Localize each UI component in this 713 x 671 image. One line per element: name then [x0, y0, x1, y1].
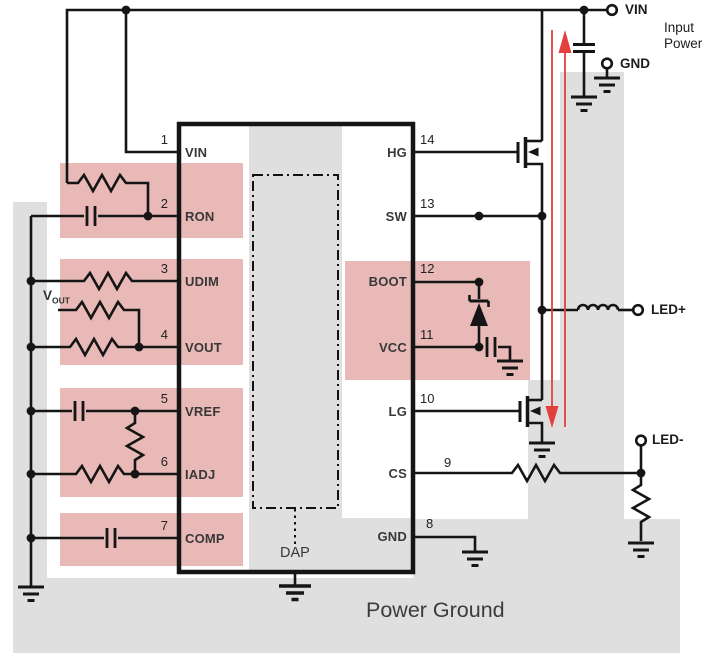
pin-label-vout: VOUT [185, 340, 222, 355]
vout-symbol: V [43, 288, 53, 303]
led-minus-terminal [634, 434, 648, 447]
dap-dashed-outline [252, 174, 339, 509]
pin-number-5: 5 [160, 391, 168, 406]
gnd-terminal [600, 57, 614, 70]
pin-number-6: 6 [160, 454, 168, 469]
vout-node-label: VOUT [43, 288, 70, 306]
input-power-line1: Input [664, 20, 695, 35]
pin-number-4: 4 [160, 327, 168, 342]
ground-symbols [18, 76, 654, 602]
down-arrowhead [545, 406, 559, 428]
pin-number-12: 12 [420, 261, 435, 276]
pin-number-1: 1 [160, 132, 168, 147]
pin-label-iadj: IADJ [185, 467, 216, 482]
pin-number-10: 10 [420, 391, 435, 406]
pin-number-2: 2 [160, 196, 168, 211]
vin-terminal-label: VIN [625, 2, 648, 17]
led-plus-label: LED+ [651, 302, 686, 317]
input-power-line2: Power [664, 35, 703, 51]
pin-label-vcc: VCC [378, 340, 407, 355]
pin-number-13: 13 [420, 196, 435, 211]
vout-subscript: OUT [52, 295, 70, 306]
pin-label-comp: COMP [185, 531, 225, 546]
pin-label-lg: LG [388, 404, 407, 419]
led-minus-label: LED- [652, 432, 684, 447]
vin-terminal [605, 3, 619, 17]
up-arrowhead [558, 30, 572, 53]
pin-label-gnd: GND [377, 529, 407, 544]
pin-number-3: 3 [160, 261, 168, 276]
pin-label-cs: CS [388, 466, 407, 481]
led-plus-terminal [631, 303, 645, 317]
pin-label-sw: SW [385, 209, 407, 224]
pin-label-hg: HG [387, 145, 407, 160]
pin-number-14: 14 [420, 132, 435, 147]
power-ground-label: Power Ground [366, 598, 505, 622]
bootstrap-diode [470, 303, 488, 326]
pin-number-7: 7 [160, 518, 168, 533]
gnd-terminal-label: GND [620, 56, 650, 71]
pin-label-vin: VIN [185, 145, 208, 160]
current-flow-arrows [545, 30, 572, 428]
pin-label-boot: BOOT [368, 274, 407, 289]
junction-dots [26, 5, 646, 543]
low-side-mosfet-arrow [530, 406, 541, 416]
pin-label-udim: UDIM [185, 274, 220, 289]
pin-label-vref: VREF [185, 404, 221, 419]
terminal-circles [600, 3, 648, 447]
ic-inner-ground-regions [249, 126, 411, 570]
dap-label: DAP [280, 545, 310, 561]
pin-number-8: 8 [426, 516, 434, 531]
mosfet-arrows-and-diode [470, 147, 541, 416]
high-side-mosfet-arrow [528, 147, 539, 157]
pin-number-9: 9 [444, 455, 452, 470]
input-power-label: Input Power [664, 20, 702, 51]
pin-number-11: 11 [420, 327, 434, 342]
pin-label-ron: RON [185, 209, 215, 224]
